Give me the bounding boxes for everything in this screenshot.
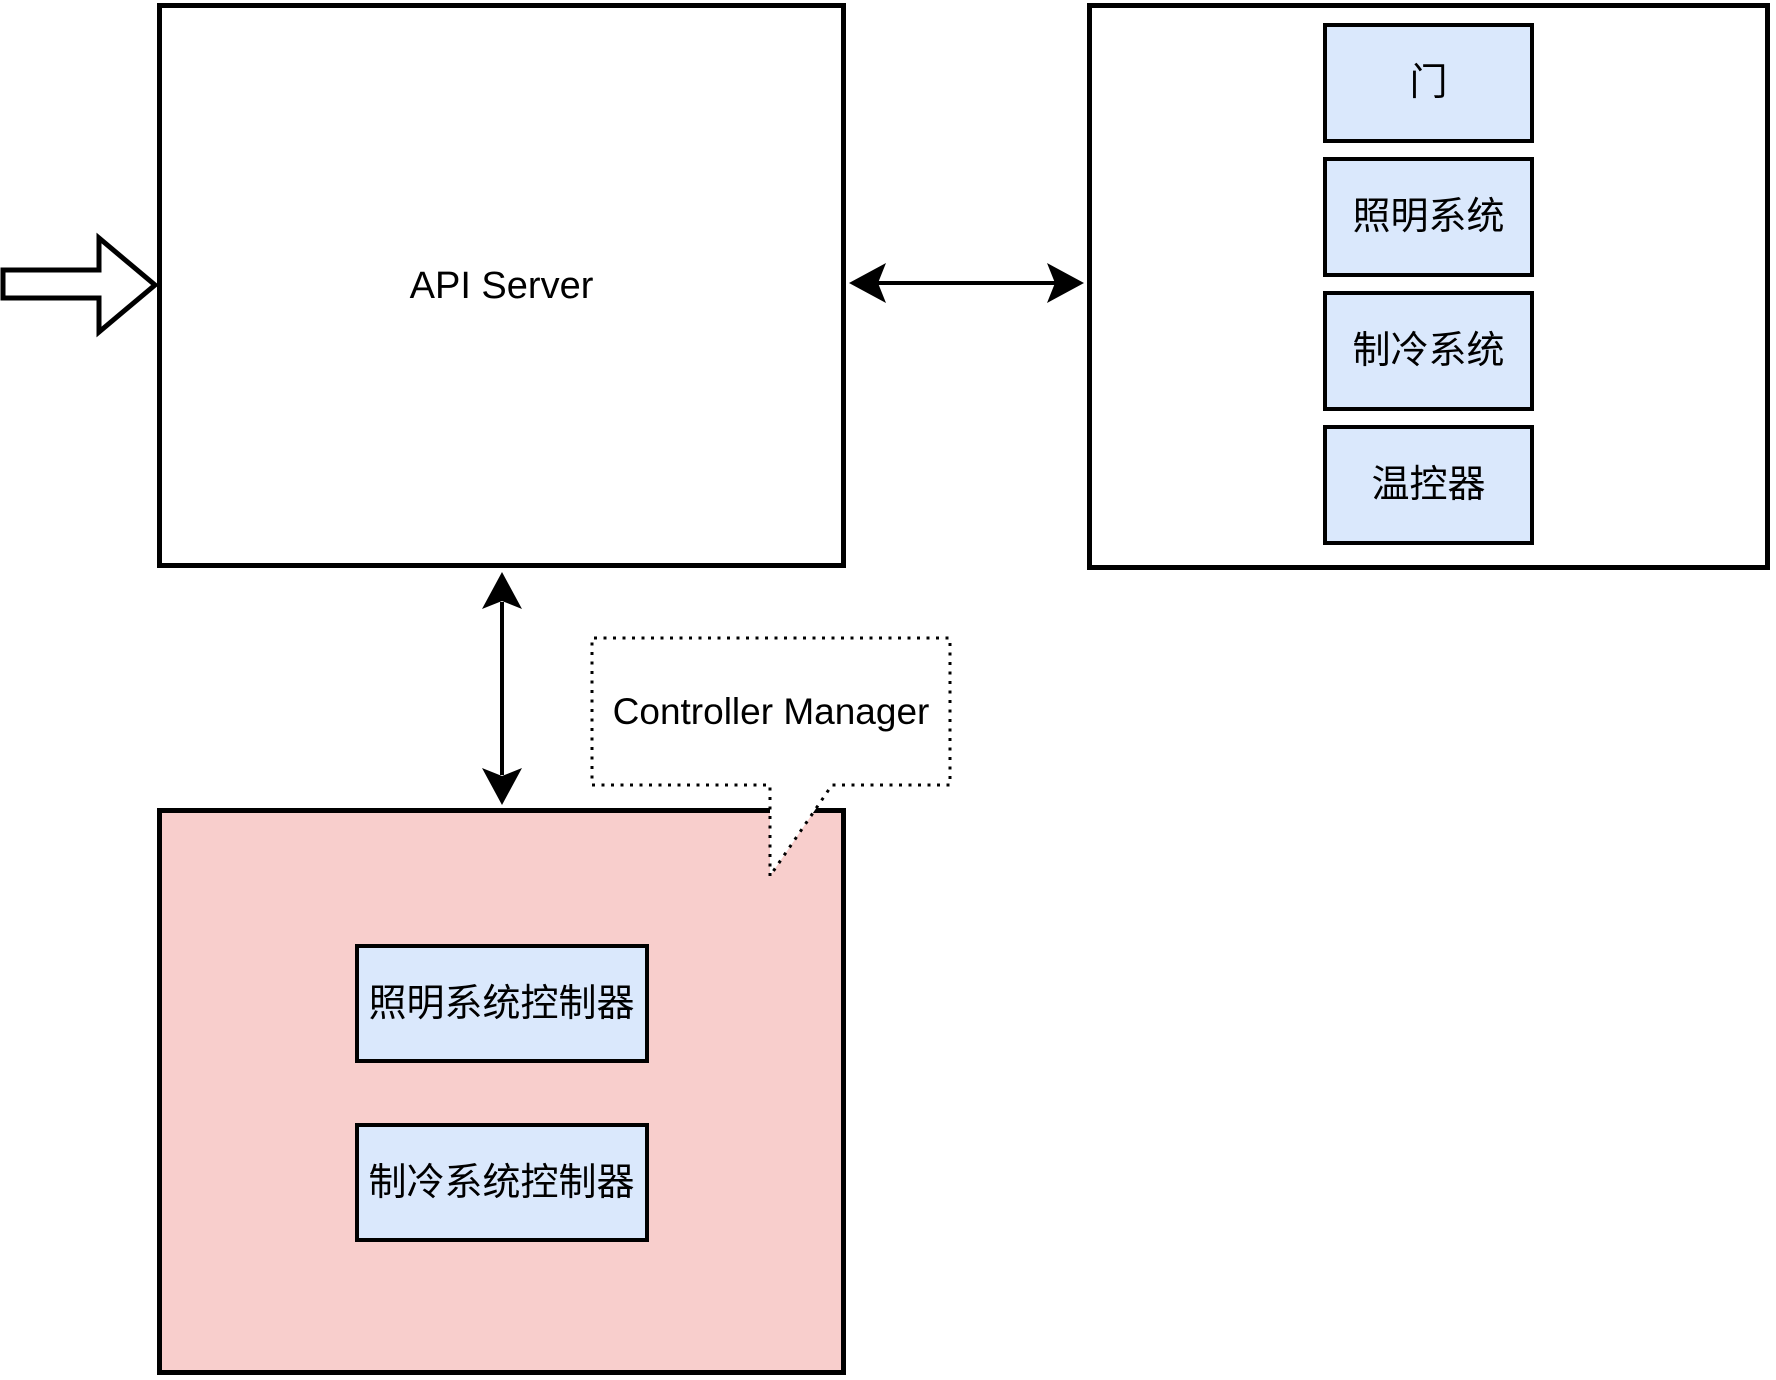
device-box-door: 门 [1323, 23, 1534, 143]
controller-label: 制冷系统控制器 [368, 1161, 635, 1204]
device-box-cooling-system: 制冷系统 [1323, 291, 1534, 411]
controller-manager-callout-label: Controller Manager [612, 691, 930, 732]
device-box-thermostat: 温控器 [1323, 425, 1534, 545]
device-box-lighting-system: 照明系统 [1323, 157, 1534, 277]
api-controllers-arrow-icon [482, 572, 522, 805]
input-arrow-icon [0, 232, 159, 338]
device-label: 照明系统 [1352, 196, 1505, 238]
api-server-label: API Server [409, 264, 594, 307]
controller-label: 照明系统控制器 [368, 982, 635, 1025]
controller-box-cooling-system: 制冷系统控制器 [354, 1123, 649, 1242]
devices-panel: 门 照明系统 制冷系统 温控器 [1087, 3, 1770, 570]
device-label: 温控器 [1371, 464, 1486, 506]
device-label: 制冷系统 [1352, 330, 1505, 372]
api-devices-arrow-icon [849, 263, 1084, 303]
controllers-panel: 照明系统控制器 制冷系统控制器 [157, 808, 846, 1375]
api-server-box: API Server [157, 3, 846, 568]
controller-box-lighting-system: 照明系统控制器 [354, 944, 649, 1063]
device-label: 门 [1409, 62, 1448, 104]
